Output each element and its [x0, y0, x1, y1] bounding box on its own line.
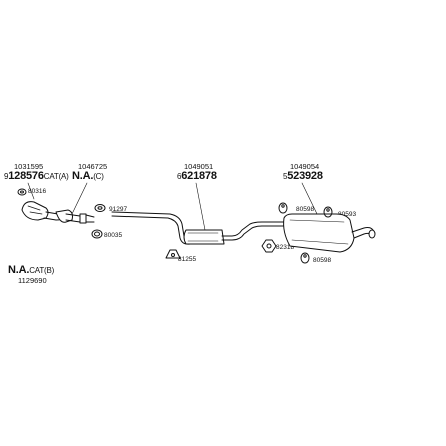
cat-b-suffix: CAT(B): [29, 266, 55, 275]
part4-code-main: 523928: [287, 170, 323, 182]
rubber-hanger-80593-icon: [323, 206, 333, 218]
fitting-label-80035: 80035: [104, 232, 123, 239]
catalytic-converter-downpipe: [21, 201, 95, 224]
part1-suffix: CAT(A): [43, 172, 69, 181]
fitting-label-80316: 80316: [28, 188, 47, 195]
part3-code-main: 621878: [181, 170, 217, 182]
fitting-label-80598-b: 80598: [313, 257, 332, 264]
part2-code-main: N.A.: [72, 170, 94, 182]
part3-code-prefix: 6: [177, 172, 182, 181]
rubber-hanger-80598-b-icon: [300, 252, 310, 264]
gasket-82318-icon: [261, 239, 277, 253]
part4-number: 1049054: [290, 162, 320, 171]
fitting-label-80593: 80593: [338, 211, 357, 218]
part1-code-main: 128576: [8, 170, 44, 182]
part4-code: 5523928: [283, 171, 323, 182]
part2-code: N.A.(C): [72, 171, 104, 182]
part2-number: 1046725: [78, 162, 108, 171]
middle-pipe-silencer: [111, 211, 263, 245]
leader-lines: [27, 182, 319, 231]
part3-code: 6621878: [177, 171, 217, 182]
part4-code-prefix: 5: [283, 172, 288, 181]
hanger-81255-icon: [165, 249, 181, 259]
clamp-80035-icon: [91, 229, 103, 239]
rubber-hanger-80598-icon: [278, 202, 288, 214]
rear-silencer: [261, 213, 376, 253]
fitting-label-82318: 82318: [276, 244, 295, 251]
part1-code-prefix: 9: [4, 172, 9, 181]
fitting-label-91297: 91297: [109, 206, 128, 213]
fitting-label-80598-a: 80598: [296, 206, 315, 213]
part1-number: 1031595: [14, 162, 44, 171]
part1-code: 9128576CAT(A): [4, 171, 69, 182]
cat-b-code: N.A.CAT(B): [8, 265, 54, 276]
gasket-80316-icon: [17, 188, 27, 196]
fitting-label-81255: 81255: [178, 256, 197, 263]
part2-suffix: (C): [93, 172, 104, 181]
ring-91297-icon: [94, 204, 106, 212]
cat-b-number: 1129690: [18, 276, 47, 285]
cat-b-code-main: N.A.: [8, 264, 30, 276]
part3-number: 1049051: [184, 162, 214, 171]
